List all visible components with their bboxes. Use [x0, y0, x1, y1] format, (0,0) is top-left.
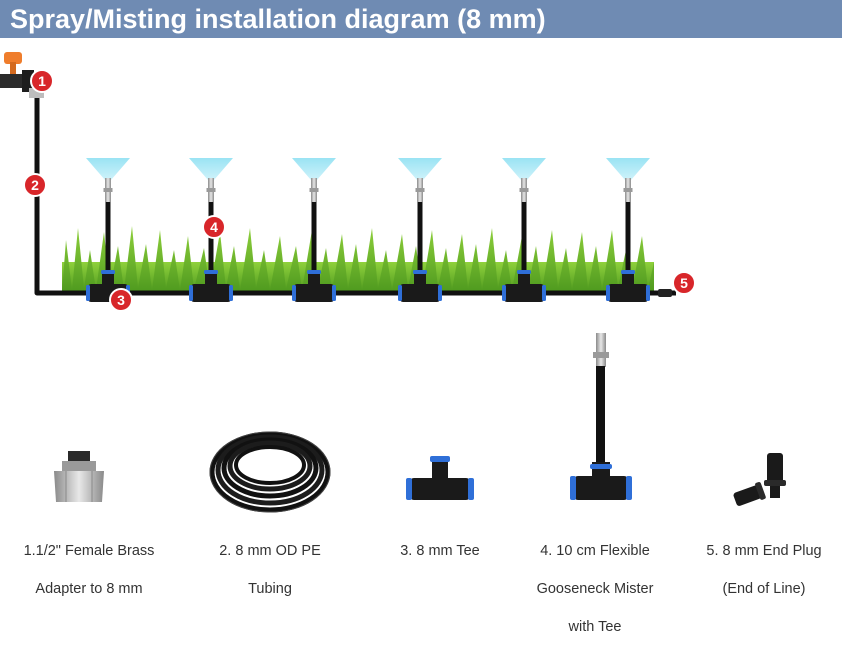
- riser-tube: [417, 202, 423, 274]
- tee-connector-icon: [406, 456, 474, 500]
- tee-fitting: [414, 272, 426, 286]
- mister-unit: [292, 158, 336, 302]
- end-plug-icon: [733, 453, 786, 506]
- marker-2: 2: [23, 173, 47, 197]
- end-plug-diagram: [658, 289, 672, 297]
- mist-spray: [502, 158, 546, 180]
- mist-spray: [189, 158, 233, 180]
- marker-1: 1: [30, 69, 54, 93]
- tee-fitting: [205, 272, 217, 286]
- part-label-brass-adapter: 1.1/2" Female Brass Adapter to 8 mm: [23, 543, 155, 597]
- marker-number: 5: [680, 275, 688, 291]
- marker-number: 1: [38, 73, 46, 89]
- marker-number: 2: [31, 177, 39, 193]
- marker-number: 4: [210, 219, 218, 235]
- marker-5: 5: [672, 271, 696, 295]
- page-title: Spray/Misting installation diagram (8 mm…: [10, 4, 546, 34]
- part-label-gooseneck-mister: 4. 10 cm Flexible Gooseneck Mister with …: [536, 543, 654, 635]
- marker-4: 4: [202, 215, 226, 239]
- riser-tube: [625, 202, 631, 274]
- part-label-tee: 3. 8 mm Tee: [400, 543, 480, 559]
- mist-spray: [606, 158, 650, 180]
- part-label-end-plug: 5. 8 mm End Plug (End of Line): [706, 543, 822, 597]
- header-bar: Spray/Misting installation diagram (8 mm…: [0, 0, 842, 38]
- mist-spray: [86, 158, 130, 180]
- grass-area: [62, 226, 654, 292]
- marker-number: 3: [117, 292, 125, 308]
- riser-tube: [521, 202, 527, 274]
- mist-spray: [398, 158, 442, 180]
- gooseneck-mister-icon: [570, 333, 632, 500]
- mist-spray: [292, 158, 336, 180]
- tee-fitting: [622, 272, 634, 286]
- riser-tube: [311, 202, 317, 274]
- main-tubing: [34, 96, 676, 296]
- tee-fitting: [102, 272, 114, 286]
- faucet-valve: [0, 52, 44, 98]
- marker-group: 1 2 3 4 5: [23, 69, 696, 312]
- tee-fitting: [308, 272, 320, 286]
- mister-unit: [398, 158, 442, 302]
- mister-unit: [502, 158, 546, 302]
- mister-unit: [606, 158, 650, 302]
- tubing-coil-icon: [209, 431, 331, 513]
- riser-tube: [105, 202, 111, 274]
- tee-fitting: [518, 272, 530, 286]
- brass-adapter-icon: [54, 451, 104, 502]
- installation-diagram: 1 2 3 4 5: [0, 52, 786, 513]
- part-label-tubing: 2. 8 mm OD PE Tubing: [219, 543, 321, 597]
- marker-3: 3: [109, 288, 133, 312]
